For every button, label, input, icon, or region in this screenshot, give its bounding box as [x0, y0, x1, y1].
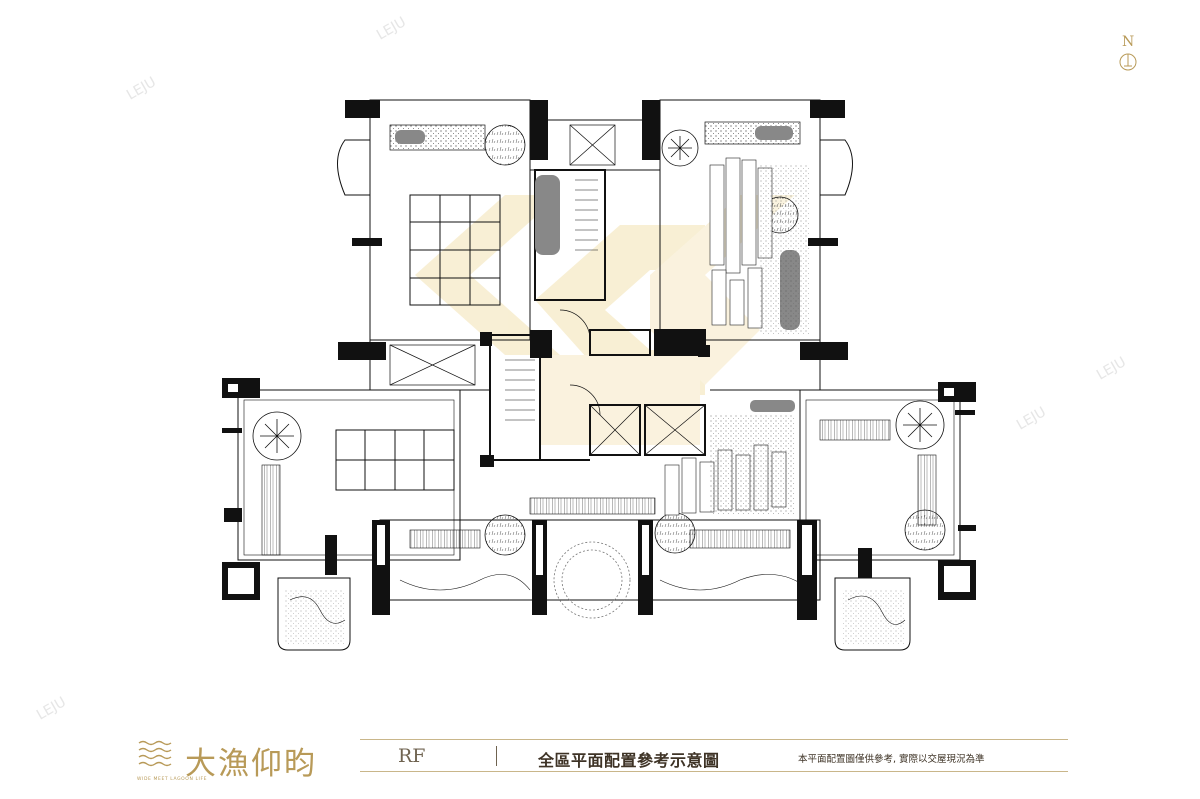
paving	[760, 165, 810, 335]
disclaimer-note: 本平面配置圖僅供參考, 實際以交屋現況為準	[798, 754, 985, 765]
north-label: N	[1122, 34, 1135, 50]
paving	[842, 590, 904, 645]
column-void	[228, 384, 970, 594]
east-wing	[799, 389, 961, 561]
svg-text:LEJU: LEJU	[1014, 404, 1049, 433]
svg-text:LEJU: LEJU	[34, 694, 69, 723]
brand-logo: 大漁仰昀 WIDE MEET LAGOON LIFE	[137, 738, 337, 788]
footer-rule-bottom	[360, 771, 1068, 772]
planter	[389, 124, 486, 151]
shrub	[395, 130, 425, 144]
planter	[689, 529, 791, 549]
brand-name: 大漁仰昀	[185, 746, 317, 782]
planter	[261, 464, 281, 556]
brand-wave-logo-icon	[138, 740, 172, 767]
svg-text:LEJU: LEJU	[1094, 354, 1129, 383]
north-arrow-icon	[1119, 53, 1137, 71]
footer-divider	[496, 746, 497, 766]
paving	[284, 590, 344, 645]
pergola-grid	[409, 194, 501, 306]
shrub	[750, 400, 795, 412]
fountain-circle	[553, 541, 631, 619]
north-west-wing	[369, 99, 531, 341]
brand-tagline: WIDE MEET LAGOON LIFE	[137, 777, 208, 782]
west-wing	[237, 389, 461, 561]
planter	[409, 529, 481, 549]
plan-title: 全區平面配置參考示意圖	[538, 751, 720, 770]
pergola-grid	[335, 429, 455, 491]
north-east-wing	[659, 99, 821, 341]
planter	[819, 419, 891, 441]
svg-text:LEJU: LEJU	[374, 14, 409, 43]
floor-label: RF	[398, 745, 426, 767]
paving	[710, 415, 795, 515]
shrub	[755, 126, 793, 140]
footer-rule-top	[360, 739, 1068, 740]
svg-text:LEJU: LEJU	[124, 74, 159, 103]
planter	[917, 454, 937, 526]
bench	[529, 497, 656, 515]
central-core	[489, 169, 706, 461]
stair-treads	[505, 179, 598, 421]
shrub	[535, 175, 560, 255]
shaft	[389, 124, 616, 386]
north-service-block	[529, 119, 661, 171]
